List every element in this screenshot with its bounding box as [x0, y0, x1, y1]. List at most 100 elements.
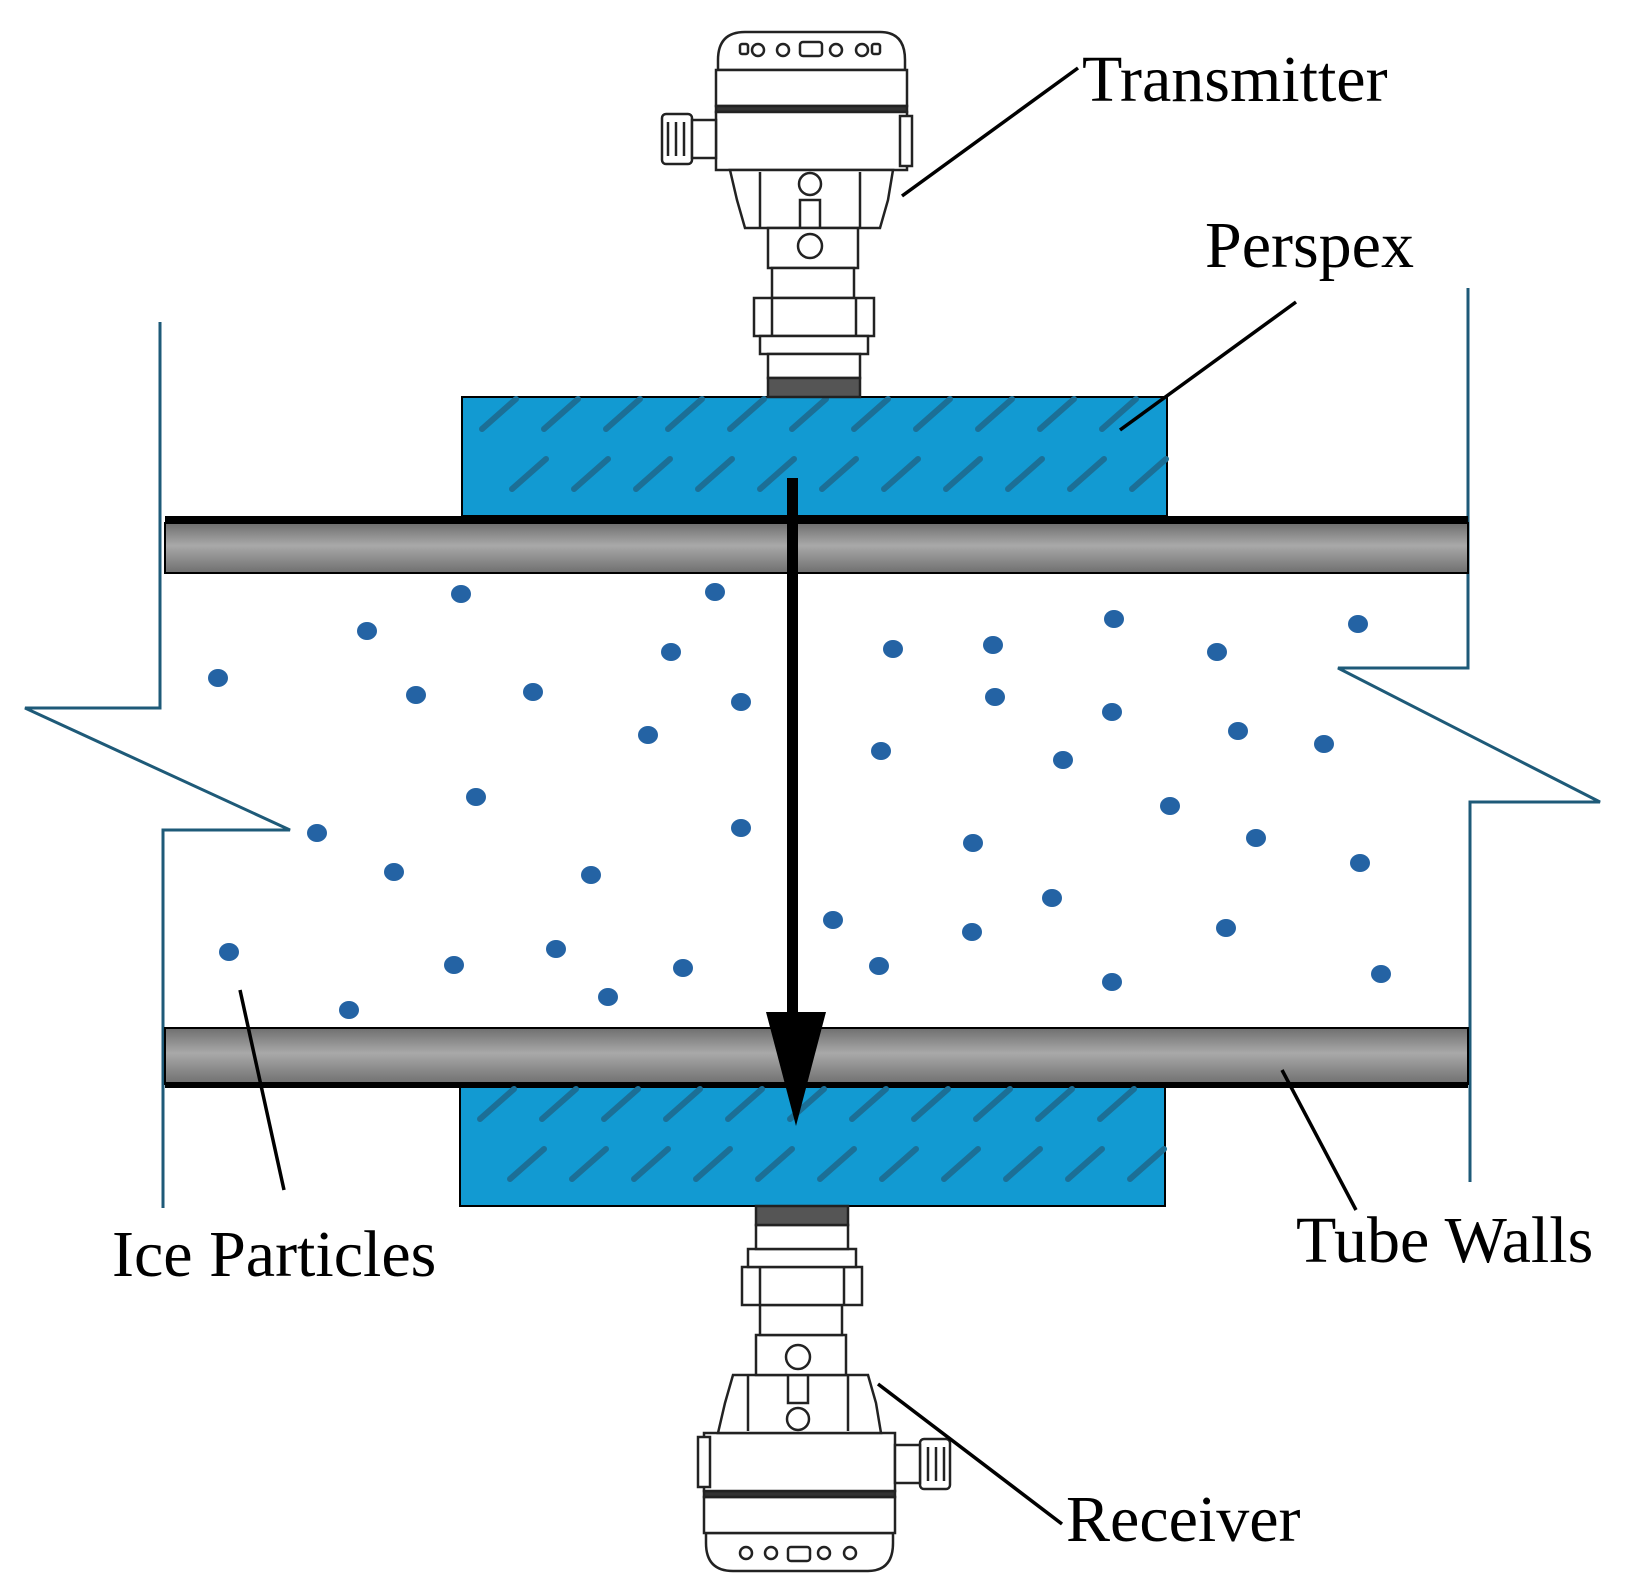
ice-particle	[307, 824, 327, 842]
leader-line-receiver	[876, 1382, 1064, 1526]
ice-particle	[451, 585, 471, 603]
ice-particle	[523, 683, 543, 701]
ice-particle	[1102, 973, 1122, 991]
hatch-mark	[975, 396, 1015, 432]
hatch-mark	[477, 1086, 517, 1122]
hatch-mark	[757, 456, 797, 492]
hatch-mark	[569, 1146, 609, 1182]
ice-particle	[406, 686, 426, 704]
hatch-mark	[851, 396, 891, 432]
hatch-mark	[1035, 1086, 1075, 1122]
hatch-mark	[601, 1086, 641, 1122]
ice-particle	[357, 622, 377, 640]
hatch-mark	[539, 1086, 579, 1122]
hatch-mark	[817, 1146, 857, 1182]
ice-particle	[208, 669, 228, 687]
down-arrow-icon	[766, 478, 826, 1126]
ice-particle	[1216, 919, 1236, 937]
hatch-mark	[693, 1146, 733, 1182]
hatch-mark	[725, 1086, 765, 1122]
hatch-mark	[727, 396, 767, 432]
ice-particle	[1160, 797, 1180, 815]
hatch-mark	[509, 456, 549, 492]
ice-particle	[219, 943, 239, 961]
perspex-block-bottom	[459, 1086, 1167, 1207]
ice-particles	[208, 583, 1391, 1019]
ice-particle	[963, 834, 983, 852]
label-receiver: Receiver	[1066, 1483, 1301, 1556]
hatch-mark	[881, 456, 921, 492]
hatch-mark	[1065, 1146, 1105, 1182]
hatch-mark	[1037, 396, 1077, 432]
ice-particle	[1371, 965, 1391, 983]
tube-wall-top	[164, 516, 1469, 574]
hatch-mark	[571, 456, 611, 492]
leader-line-transmitter	[900, 66, 1080, 198]
leader-line-ice-particles	[238, 989, 286, 1191]
ice-particle	[1207, 643, 1227, 661]
ice-particle	[466, 788, 486, 806]
label-ice-particles: Ice Particles	[112, 1218, 437, 1291]
ice-particle	[1104, 610, 1124, 628]
hatch-mark	[789, 396, 829, 432]
ice-particle	[983, 636, 1003, 654]
hatch-mark	[1127, 1146, 1167, 1182]
ice-particle	[962, 923, 982, 941]
ice-particle	[731, 819, 751, 837]
hatch-mark	[849, 1086, 889, 1122]
ice-particle	[985, 688, 1005, 706]
ice-particle	[661, 643, 681, 661]
ice-particle	[546, 940, 566, 958]
hatch-mark	[819, 456, 859, 492]
hatch-mark	[1003, 1146, 1043, 1182]
ice-particle	[1348, 615, 1368, 633]
ice-particle	[883, 640, 903, 658]
hatch-mark	[1097, 1086, 1137, 1122]
ice-particle	[871, 742, 891, 760]
hatch-mark	[1129, 456, 1169, 492]
ice-particle	[731, 693, 751, 711]
hatch-mark	[631, 1146, 671, 1182]
ice-particle	[598, 988, 618, 1006]
hatch-mark	[973, 1086, 1013, 1122]
ice-particle	[1053, 751, 1073, 769]
label-perspex: Perspex	[1205, 209, 1414, 282]
hatch-mark	[541, 396, 581, 432]
ice-particle	[444, 956, 464, 974]
ice-particle	[1314, 735, 1334, 753]
receiver-icon	[696, 1204, 952, 1573]
section-outline-left	[24, 322, 291, 1208]
ice-particle	[1102, 703, 1122, 721]
ice-particle	[1228, 722, 1248, 740]
label-transmitter: Transmitter	[1082, 43, 1388, 116]
hatch-mark	[479, 396, 519, 432]
ice-particle	[339, 1001, 359, 1019]
hatch-mark	[913, 396, 953, 432]
hatch-mark	[941, 1146, 981, 1182]
hatch-mark	[507, 1146, 547, 1182]
hatch-mark	[911, 1086, 951, 1122]
hatch-mark	[943, 456, 983, 492]
hatch-mark	[603, 396, 643, 432]
hatch-mark	[1005, 456, 1045, 492]
leader-line-perspex	[1118, 300, 1298, 432]
ice-particle	[638, 726, 658, 744]
label-tube-walls: Tube Walls	[1296, 1204, 1594, 1277]
ice-particle	[823, 911, 843, 929]
ice-particle	[1246, 829, 1266, 847]
hatch-mark	[665, 396, 705, 432]
hatch-mark	[1099, 396, 1139, 432]
ice-particle	[869, 957, 889, 975]
perspex-block-top	[461, 396, 1169, 517]
hatch-mark	[663, 1086, 703, 1122]
ice-particle	[705, 583, 725, 601]
hatch-mark	[1067, 456, 1107, 492]
ice-particle	[673, 959, 693, 977]
hatch-mark	[695, 456, 735, 492]
ice-particle	[384, 863, 404, 881]
ice-particle	[581, 866, 601, 884]
hatch-mark	[755, 1146, 795, 1182]
hatch-mark	[633, 456, 673, 492]
section-outline-right	[1337, 288, 1601, 1182]
